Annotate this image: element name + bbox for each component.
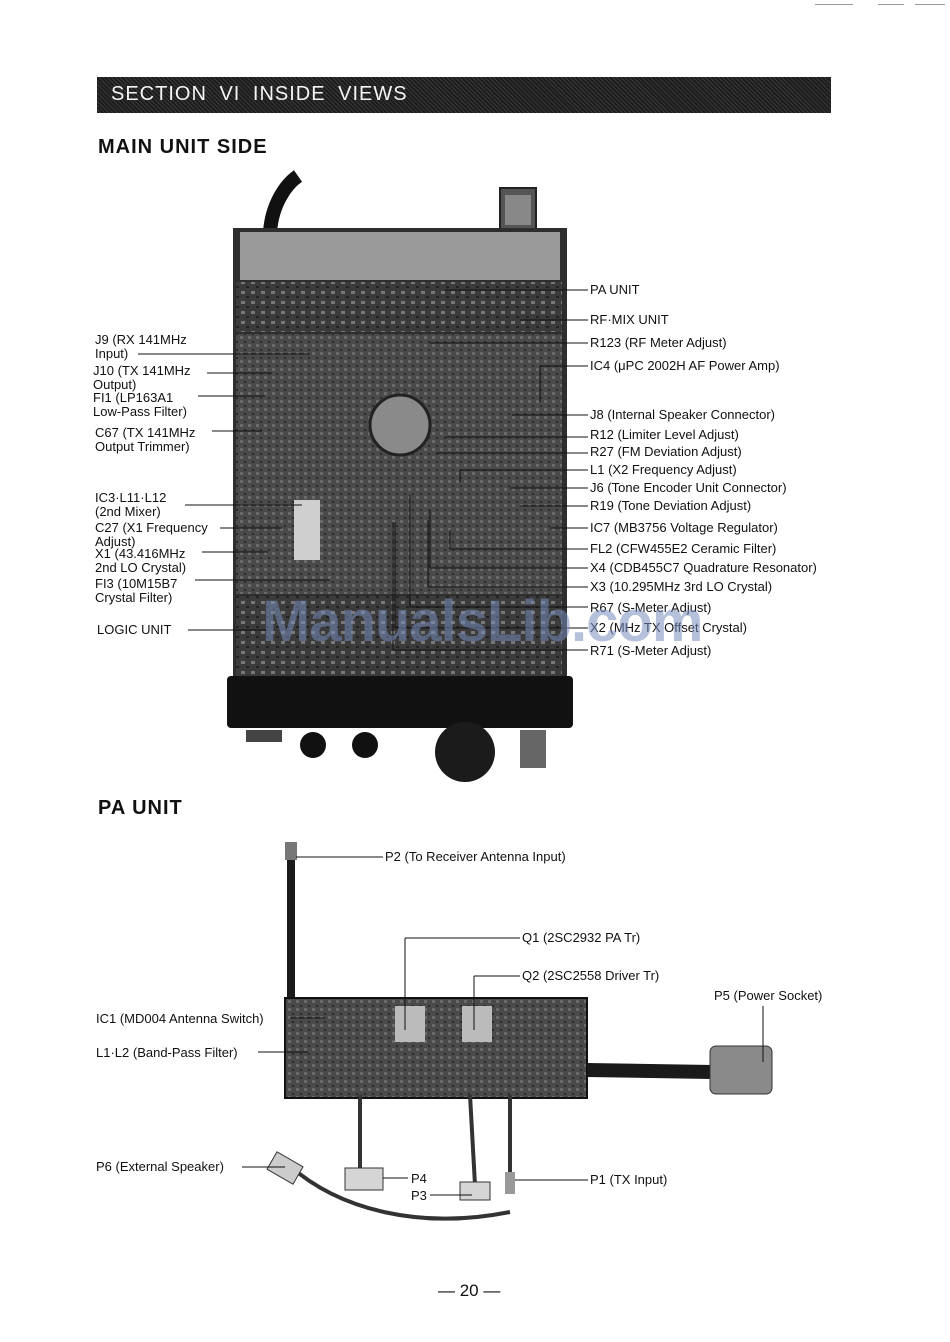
label-ic1: IC1 (MD004 Antenna Switch) (96, 1011, 264, 1026)
label-r71: R71 (S-Meter Adjust) (590, 643, 712, 658)
pa-board (284, 997, 588, 1099)
shield-can (294, 500, 320, 560)
corner-line (815, 4, 853, 5)
label-r12: R12 (Limiter Level Adjust) (590, 427, 739, 442)
label-x4: X4 (CDB455C7 Quadrature Resonator) (590, 560, 817, 575)
corner-line (878, 4, 904, 5)
label-rf-mix-unit: RF·MIX UNIT (590, 312, 669, 327)
section-banner: SECTION VI INSIDE VIEWS (97, 77, 831, 113)
main-tuning-knob (435, 722, 495, 782)
p2-connector (285, 842, 297, 860)
label-r27: R27 (FM Deviation Adjust) (590, 444, 742, 459)
p4-connector (344, 1167, 384, 1191)
logic-board (236, 596, 562, 676)
label-j8: J8 (Internal Speaker Connector) (590, 407, 775, 422)
label-p1: P1 (TX Input) (590, 1172, 668, 1187)
main-unit-heading: MAIN UNIT SIDE (98, 136, 268, 158)
label-x3: X3 (10.295MHz 3rd LO Crystal) (590, 579, 773, 594)
power-socket-cable (586, 1063, 713, 1079)
knob (300, 732, 326, 758)
speaker-magnet (368, 393, 432, 457)
label-l1-l2: L1·L2 (Band-Pass Filter) (96, 1045, 238, 1060)
label-p4: P4 (411, 1171, 427, 1186)
watermark-text: ManualsLib.com (262, 589, 703, 654)
label-r123: R123 (RF Meter Adjust) (590, 335, 727, 350)
label-ic3: IC3·L11·L12(2nd Mixer) (95, 490, 167, 519)
power-cable (263, 170, 303, 233)
p1-connector (505, 1172, 515, 1194)
label-p5: P5 (Power Socket) (714, 988, 823, 1003)
label-l1: L1 (X2 Frequency Adjust) (590, 462, 737, 477)
p5-power-socket (709, 1045, 773, 1095)
front-panel (227, 676, 573, 728)
label-q2: Q2 (2SC2558 Driver Tr) (522, 968, 660, 983)
label-j6: J6 (Tone Encoder Unit Connector) (590, 480, 787, 495)
label-logic-unit: LOGIC UNIT (97, 622, 172, 637)
label-q1: Q1 (2SC2932 PA Tr) (522, 930, 641, 945)
main-board (236, 334, 562, 594)
label-p6: P6 (External Speaker) (96, 1159, 224, 1174)
label-r19: R19 (Tone Deviation Adjust) (590, 498, 752, 513)
corner-line (915, 4, 945, 5)
label-p3: P3 (411, 1188, 427, 1203)
page-number: — 20 — (438, 1281, 501, 1300)
label-ic7: IC7 (MB3756 Voltage Regulator) (590, 520, 778, 535)
label-ic4: IC4 (μPC 2002H AF Power Amp) (590, 358, 780, 373)
label-fl2: FL2 (CFW455E2 Ceramic Filter) (590, 541, 777, 556)
top-panel (240, 232, 560, 280)
label-p2: P2 (To Receiver Antenna Input) (385, 849, 566, 864)
section-banner-title: SECTION VI INSIDE VIEWS (111, 83, 408, 105)
pa-unit-heading: PA UNIT (98, 797, 183, 819)
label-x2: X2 (MHz TX Offset Crystal) (590, 620, 747, 635)
label-r67: R67 (S-Meter Adjust) (590, 600, 712, 615)
label-pa-unit: PA UNIT (590, 282, 640, 297)
p6-connector (266, 1151, 304, 1185)
knob (352, 732, 378, 758)
